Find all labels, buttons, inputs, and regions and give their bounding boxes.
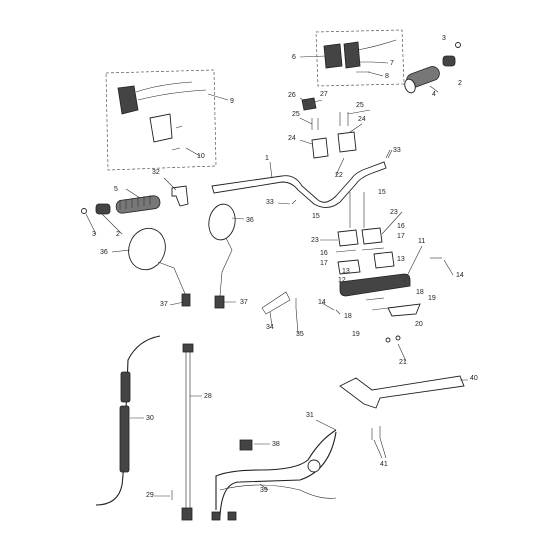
label-37: 37	[160, 301, 168, 308]
label-3: 3	[442, 35, 446, 42]
label-16: 16	[320, 250, 328, 257]
label-40: 40	[470, 375, 478, 382]
label-6: 6	[292, 54, 296, 61]
right-bar-end	[442, 42, 461, 67]
small-hardware	[261, 149, 391, 315]
label-39: 39	[260, 487, 268, 494]
label-2b: 2	[116, 231, 120, 238]
label-24: 24	[288, 135, 296, 142]
label-25b: 25	[356, 102, 364, 109]
label-36: 36	[246, 217, 254, 224]
label-17: 17	[320, 260, 328, 267]
top-yoke-assembly	[335, 192, 442, 343]
label-26: 26	[288, 92, 296, 99]
label-19: 19	[428, 295, 436, 302]
label-25: 25	[292, 111, 300, 118]
label-18b: 18	[344, 313, 352, 320]
label-27: 27	[320, 91, 328, 98]
label-15: 15	[312, 213, 320, 220]
label-12: 12	[338, 277, 346, 284]
label-41: 41	[380, 461, 388, 468]
label-2: 2	[458, 80, 462, 87]
label-36b: 36	[100, 249, 108, 256]
label-11: 11	[418, 238, 425, 245]
left-mirror	[128, 227, 191, 307]
right-grip	[404, 66, 440, 94]
label-20: 20	[415, 321, 423, 328]
clutch-cable	[95, 335, 161, 506]
label-5: 5	[114, 186, 118, 193]
label-23: 23	[390, 209, 398, 216]
label-19b: 19	[352, 331, 360, 338]
label-18: 18	[416, 289, 424, 296]
label-14b: 14	[318, 299, 326, 306]
label-17b: 17	[397, 233, 405, 240]
label-38: 38	[272, 441, 280, 448]
label-10: 10	[197, 153, 205, 160]
label-16b: 16	[397, 223, 405, 230]
label-22: 22	[335, 172, 343, 179]
label-3b: 3	[92, 231, 96, 238]
label-9: 9	[230, 98, 234, 105]
label-1: 1	[265, 155, 269, 162]
left-switch-clip	[171, 185, 189, 207]
label-21: 21	[399, 359, 407, 366]
label-13: 13	[342, 268, 350, 275]
leader-lines	[85, 55, 468, 497]
label-28: 28	[204, 393, 212, 400]
label-13b: 13	[397, 256, 405, 263]
throttle-cable	[171, 343, 194, 521]
left-grip	[115, 195, 161, 214]
label-33: 33	[266, 199, 274, 206]
riser-clamps-upper	[301, 97, 357, 159]
label-29: 29	[146, 492, 154, 499]
label-32: 32	[152, 169, 160, 176]
label-33b: 33	[393, 147, 401, 154]
left-bar-end	[81, 203, 111, 215]
label-34: 34	[266, 324, 274, 331]
label-4: 4	[432, 91, 436, 98]
label-37b: 37	[240, 299, 248, 306]
right-switch-box	[315, 29, 405, 87]
handlebar	[211, 161, 387, 208]
label-30: 30	[146, 415, 154, 422]
label-35: 35	[296, 331, 304, 338]
label-31: 31	[306, 412, 314, 419]
label-24b: 24	[358, 116, 366, 123]
label-15b: 15	[378, 189, 386, 196]
throttle-cable-assembly	[211, 429, 337, 521]
left-switch-box	[105, 69, 217, 171]
label-14: 14	[456, 272, 464, 279]
mounting-bracket	[339, 375, 465, 440]
part-number-labels: 1 2 2 3 3 4 5 6 7 8 9 10 11 12 13 13 14 …	[92, 35, 478, 499]
label-7: 7	[390, 60, 394, 67]
label-23b: 23	[311, 237, 319, 244]
label-8: 8	[385, 73, 389, 80]
